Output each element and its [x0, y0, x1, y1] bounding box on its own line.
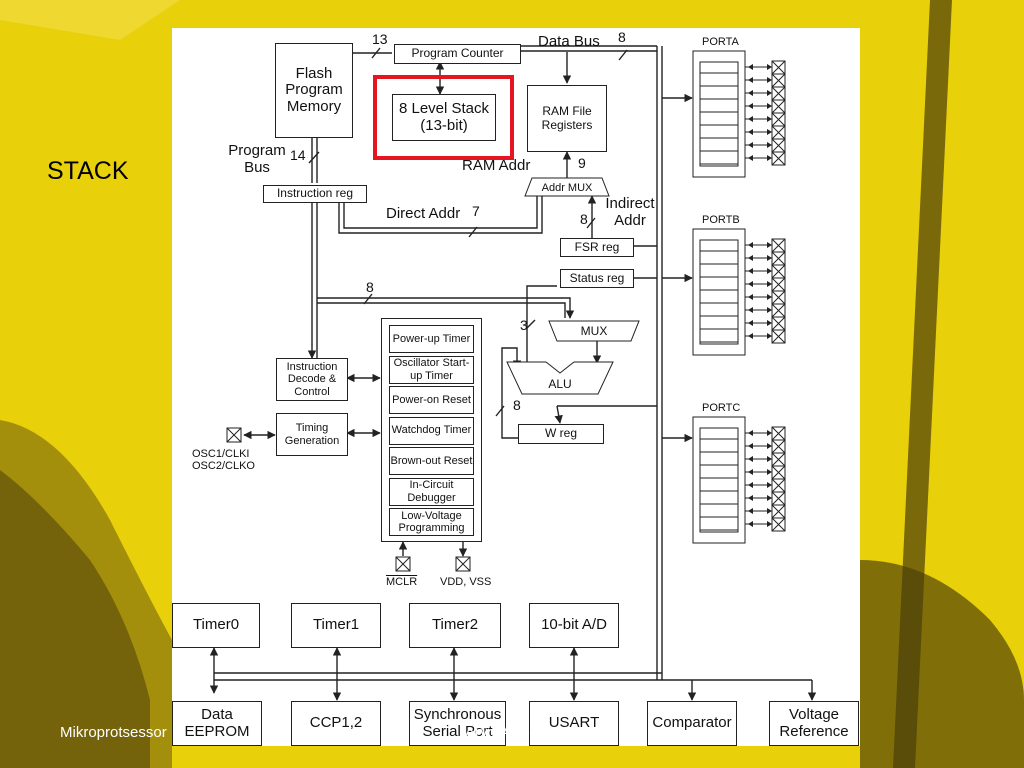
timing-generation: Timing Generation	[276, 413, 348, 456]
block-diagram: Flash Program Memory Program Counter 8 L…	[172, 28, 860, 746]
mclr-label: MCLR	[386, 576, 418, 588]
stack-block: 8 Level Stack (13-bit)	[392, 94, 496, 141]
svg-text:Addr MUX: Addr MUX	[542, 182, 593, 194]
peripheral-2: Timer2	[409, 603, 501, 648]
ram-file-registers: RAM File Registers	[527, 85, 607, 152]
peripheral-0: Timer0	[172, 603, 260, 648]
addr-mux: Addr MUX	[524, 177, 610, 197]
port-block-porta	[692, 50, 786, 178]
special-function-4: Brown-out Reset	[389, 447, 474, 475]
special-function-2: Power-on Reset	[389, 386, 474, 414]
vdd-vss-pin-icon	[455, 556, 471, 572]
vdd-vss-label: VDD, VSS	[440, 576, 492, 588]
mclr-pin-icon	[395, 556, 411, 572]
special-function-0: Power-up Timer	[389, 325, 474, 353]
fsr-width-label: 8	[580, 211, 588, 227]
port-label-porta: PORTA	[702, 36, 739, 48]
mux-width-label: 3	[520, 317, 528, 333]
direct-addr-label: Direct Addr	[386, 205, 461, 222]
indirect-addr-label: Indirect Addr	[605, 195, 655, 229]
special-function-3: Watchdog Timer	[389, 416, 474, 445]
direct-width-label: 7	[472, 203, 480, 219]
svg-text:MUX: MUX	[581, 324, 608, 338]
peripheral-bottom-2: Synchronous Serial Port	[409, 701, 506, 746]
flash-program-memory: Flash Program Memory	[275, 43, 353, 138]
program-width-label: 14	[290, 147, 306, 163]
stack-highlight	[373, 75, 514, 160]
peripheral-bottom-5: Voltage Reference	[769, 701, 859, 746]
peripheral-bottom-4: Comparator	[647, 701, 737, 746]
instr-width-label: 8	[366, 279, 374, 295]
instruction-register: Instruction reg	[263, 185, 367, 203]
footer-left: Mikroprotsessor	[60, 724, 167, 741]
port-block-portb	[692, 228, 786, 356]
peripheral-3: 10-bit A/D	[529, 603, 619, 648]
special-function-1: Oscillator Start-up Timer	[389, 355, 474, 384]
peripheral-bottom-0: Data EEPROM	[172, 701, 262, 746]
osc-pin-icon	[226, 427, 242, 443]
footer-center: Arvo Aabloo	[465, 724, 546, 741]
port-block-portc	[692, 416, 786, 544]
ram-addr-label: RAM Addr	[462, 157, 531, 174]
peripheral-1: Timer1	[291, 603, 381, 648]
alu-width-label: 8	[513, 397, 521, 413]
pc-width-label: 13	[372, 31, 388, 47]
peripheral-bottom-3: USART	[529, 701, 619, 746]
ram-addr-width-label: 9	[578, 155, 586, 171]
status-register: Status reg	[560, 269, 634, 288]
program-counter: Program Counter	[394, 44, 521, 64]
port-label-portb: PORTB	[702, 214, 740, 226]
special-function-5: In-Circuit Debugger	[389, 477, 474, 506]
fsr-register: FSR reg	[560, 238, 634, 257]
svg-text:ALU: ALU	[548, 377, 571, 391]
bus-wires	[209, 45, 817, 701]
data-width-label: 8	[618, 29, 626, 45]
port-label-portc: PORTC	[702, 402, 741, 414]
alu-block: ALU	[506, 361, 614, 395]
peripheral-bottom-1: CCP1,2	[291, 701, 381, 746]
w-register: W reg	[518, 424, 604, 444]
data-bus-label: Data Bus	[538, 33, 600, 50]
mux-block: MUX	[548, 320, 640, 342]
instruction-decode-control: Instruction Decode & Control	[276, 358, 348, 401]
special-function-6: Low-Voltage Programming	[389, 508, 474, 536]
program-bus-label: Program Bus	[228, 142, 286, 176]
osc-pins-label: OSC1/CLKI OSC2/CLKO	[192, 448, 255, 473]
slide-title: STACK	[47, 157, 129, 185]
